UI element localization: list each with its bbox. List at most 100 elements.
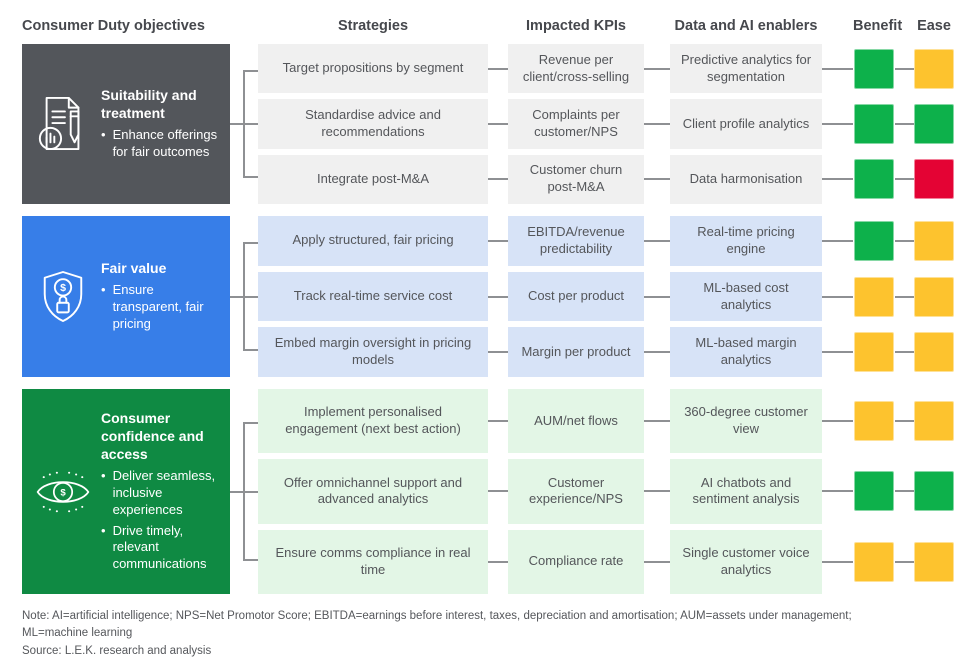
connector-line <box>488 327 508 377</box>
connector-line <box>822 327 853 377</box>
benefit-rating-square <box>854 276 894 317</box>
kpi-label: EBITDA/revenue predictability <box>527 223 625 256</box>
enabler-label: 360-degree customer view <box>684 404 808 437</box>
bullet-marker: • <box>101 282 106 298</box>
strategy-box: Target propositions by segment <box>258 44 488 94</box>
kpi-label: Complaints per customer/NPS <box>532 107 620 139</box>
strategy-box: Offer omnichannel support and advanced a… <box>258 459 488 524</box>
kpi-box: Compliance rate <box>508 529 644 594</box>
header-impacted-kpis: Impacted KPIs <box>526 18 626 34</box>
benefit-rating-square <box>854 103 894 144</box>
benefit-rating-square <box>854 48 894 89</box>
strategy-box: Embed margin oversight in pricing models <box>258 327 488 378</box>
enabler-label: Real-time pricing engine <box>697 223 795 256</box>
enabler-box: Real-time pricing engine <box>670 216 822 266</box>
shield-coin-lock-icon: $ <box>35 268 91 326</box>
objective-text: Fair value • Ensure transparent, fair pr… <box>101 260 220 333</box>
connector-line <box>822 216 853 266</box>
connector-line <box>644 272 670 322</box>
connector-line <box>822 44 853 93</box>
ease-rating-square <box>914 276 954 317</box>
kpi-box: Margin per product <box>508 327 644 378</box>
enabler-label: Data harmonisation <box>689 170 803 186</box>
enabler-box: Data harmonisation <box>670 154 822 204</box>
benefit-rating-square <box>854 332 894 373</box>
ease-rating-square <box>914 401 954 442</box>
strategy-label: Target propositions by segment <box>282 60 464 76</box>
strategy-label: Ensure comms compliance in real time <box>275 544 471 577</box>
strategy-row: Embed margin oversight in pricing models… <box>258 327 955 378</box>
section-fair-value: $ Fair value • Ensure transparent, fair … <box>22 216 955 378</box>
bullet-marker: • <box>101 522 106 538</box>
strategy-box: Standardise advice and recommendations <box>258 99 488 149</box>
objective-title: Consumer confidence and access <box>101 409 204 462</box>
footnote: Note: AI=artificial intelligence; NPS=Ne… <box>22 610 852 640</box>
kpi-box: EBITDA/revenue predictability <box>508 216 644 266</box>
bullet-marker: • <box>101 467 106 483</box>
eye-coin-icon: $ <box>35 469 91 515</box>
section-rows: Target propositions by segment Revenue p… <box>258 44 955 204</box>
objective-bullet: • Ensure transparent, fair pricing <box>101 282 220 333</box>
connector-line <box>644 389 670 453</box>
benefit-rating-square <box>854 541 894 582</box>
objective-box-suitability: Suitability and treatment • Enhance offe… <box>22 44 230 204</box>
kpi-box: AUM/net flows <box>508 389 644 454</box>
objective-title: Fair value <box>101 260 167 277</box>
kpi-box: Cost per product <box>508 271 644 322</box>
connector-line <box>644 155 670 204</box>
connector-line <box>488 216 508 266</box>
connector-line <box>895 272 914 322</box>
svg-text:$: $ <box>60 487 66 498</box>
kpi-label: Cost per product <box>527 288 625 304</box>
connector-line <box>822 530 853 594</box>
bullet-marker: • <box>101 127 106 143</box>
connector-line <box>488 272 508 322</box>
bracket-connector <box>230 44 258 204</box>
ease-rating-square <box>914 541 954 582</box>
connector-line <box>488 530 508 594</box>
bullet-text: Ensure transparent, fair pricing <box>112 282 204 331</box>
strategy-label: Apply structured, fair pricing <box>292 232 454 248</box>
objective-box-consumer-confidence: $ Consumer confidence and access • Deliv… <box>22 389 230 594</box>
strategy-label: Embed margin oversight in pricing models <box>274 335 472 368</box>
bracket-connector <box>230 389 258 594</box>
section-suitability-treatment: Suitability and treatment • Enhance offe… <box>22 44 955 204</box>
ease-rating-square <box>914 159 954 200</box>
strategy-row: Ensure comms compliance in real time Com… <box>258 529 955 594</box>
enabler-label: Client profile analytics <box>682 115 810 131</box>
objective-text: Suitability and treatment • Enhance offe… <box>101 87 220 161</box>
section-rows: Implement personalised engagement (next … <box>258 389 955 594</box>
objective-box-fair-value: $ Fair value • Ensure transparent, fair … <box>22 216 230 377</box>
connector-line <box>895 530 914 594</box>
enabler-label: Predictive analytics for segmentation <box>680 51 812 84</box>
connector-line <box>644 44 670 93</box>
connector-line <box>895 216 914 266</box>
document-analytics-pencil-icon <box>35 94 91 154</box>
section-consumer-confidence-access: $ Consumer confidence and access • Deliv… <box>22 389 955 594</box>
kpi-box: Revenue per client/cross-selling <box>508 44 644 94</box>
strategy-label: Offer omnichannel support and advanced a… <box>283 474 463 507</box>
header-strategies: Strategies <box>337 18 409 34</box>
enabler-box: Predictive analytics for segmentation <box>670 44 822 94</box>
kpi-label: AUM/net flows <box>534 412 618 428</box>
connector-line <box>895 389 914 453</box>
strategy-box: Ensure comms compliance in real time <box>258 529 488 594</box>
header-data-ai-enablers: Data and AI enablers <box>674 18 818 34</box>
connector-line <box>895 459 914 523</box>
connector-line <box>644 327 670 377</box>
enabler-box: Single customer voice analytics <box>670 529 822 594</box>
strategy-label: Integrate post-M&A <box>317 170 429 186</box>
header-ease: Ease <box>917 18 951 34</box>
strategy-label: Standardise advice and recommendations <box>305 107 441 139</box>
benefit-rating-square <box>854 220 894 261</box>
connector-line <box>895 99 914 148</box>
objective-title: Suitability and treatment <box>101 87 197 122</box>
ease-rating-square <box>914 48 954 89</box>
kpi-label: Customer churn post-M&A <box>529 162 623 195</box>
enabler-box: Client profile analytics <box>670 99 822 149</box>
enabler-box: AI chatbots and sentiment analysis <box>670 459 822 524</box>
bracket-connector <box>230 216 258 377</box>
connector-line <box>895 155 914 204</box>
strategy-row: Standardise advice and recommendations C… <box>258 99 955 149</box>
